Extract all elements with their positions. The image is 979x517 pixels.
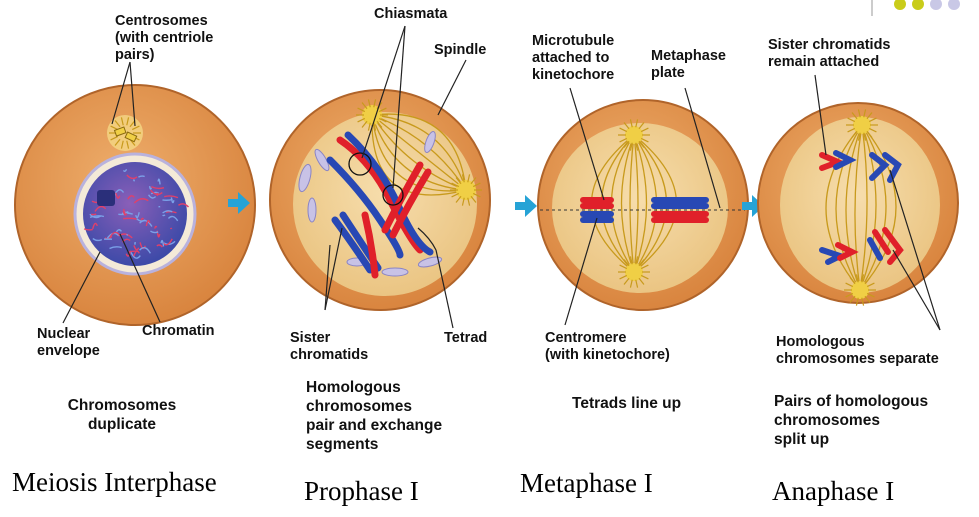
centrosome-top	[846, 109, 878, 141]
metaphase-cell	[537, 87, 749, 326]
interphase-cell	[14, 61, 256, 326]
stage-arrow	[228, 192, 250, 214]
homologous-separate-label: Homologous chromosomes separate	[776, 334, 939, 367]
metaphase-plate-label: Metaphase plate	[651, 48, 726, 81]
sister-chromatids-label: Sister chromatids	[290, 330, 369, 363]
interphase-caption: Chromosomes duplicate	[67, 397, 177, 433]
stage-arrow	[742, 195, 764, 217]
slide-decoration	[871, 0, 960, 16]
prophase-caption: Homologous chromosomes pair and exchange…	[306, 379, 443, 453]
metaphase-caption: Tetrads line up	[572, 395, 682, 412]
stage-arrow	[515, 195, 537, 217]
microtubule-label: Microtubule attached to kinetochore	[532, 33, 615, 83]
anaphase-cell	[757, 74, 959, 331]
tetrad-label: Tetrad	[444, 330, 488, 346]
anaphase-caption: Pairs of homologous chromosomes split up	[774, 393, 929, 448]
spindle-fibers	[825, 124, 897, 291]
separating-chromosomes	[819, 150, 904, 265]
chiasma-1	[348, 152, 372, 176]
centrosome-right	[450, 174, 482, 206]
metaphase-title: Metaphase I	[520, 468, 653, 498]
nuclear-envelope-label: Nuclear envelope	[37, 326, 100, 359]
chiasmata-label: Chiasmata	[374, 6, 448, 22]
sister-attached-label: Sister chromatids remain attached	[768, 37, 891, 70]
centrosome-bottom	[844, 274, 876, 306]
envelope-fragments	[298, 131, 443, 277]
centrosomes-label: Centrosomes (with centriole pairs)	[115, 13, 214, 63]
spindle-label: Spindle	[434, 42, 487, 58]
interphase-title: Meiosis Interphase	[12, 467, 217, 497]
chromatin-strands	[83, 168, 190, 259]
spindle-fibers	[371, 113, 467, 196]
anaphase-title: Anaphase I	[772, 476, 895, 506]
centromere-label: Centromere (with kinetochore)	[545, 330, 670, 363]
centrosome-top	[618, 119, 650, 151]
nucleolus	[97, 190, 115, 206]
prophase-title: Prophase I	[304, 476, 419, 506]
centrosome-bottom	[618, 256, 650, 288]
prophase-cell	[269, 25, 491, 329]
centrosome-pair	[107, 115, 143, 151]
chromatin-label: Chromatin	[142, 323, 215, 339]
